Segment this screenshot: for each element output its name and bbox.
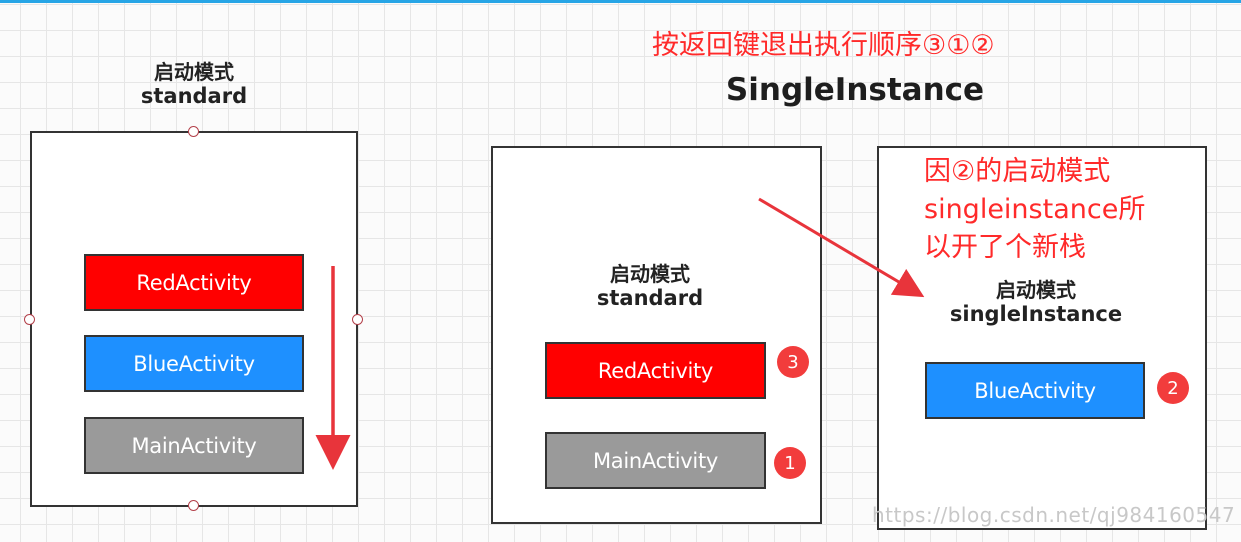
exit-order-badge-3: 3 [777,346,809,378]
note-line-1: 因②的启动模式 [924,156,1111,187]
left-mode-label: 启动模式 [154,60,234,84]
left-blue-activity: BlueActivity [84,335,304,392]
resize-handle-left[interactable] [24,314,35,325]
exit-order-badge-1: 1 [774,447,806,479]
middle-mode-value: standard [596,286,704,310]
left-main-activity: MainActivity [84,417,304,474]
left-mode-value: standard [140,84,248,108]
resize-handle-bottom[interactable] [188,500,199,511]
watermark: https://blog.csdn.net/qj984160547 [872,503,1236,527]
middle-mode-label: 启动模式 [610,262,690,286]
page-title: SingleInstance [725,72,985,108]
note-line-2: singleinstance所 [924,194,1146,225]
left-red-activity: RedActivity [84,254,304,311]
resize-handle-right[interactable] [352,314,363,325]
right-mode-value: singleInstance [949,302,1123,326]
right-task-stack [877,146,1207,530]
resize-handle-top[interactable] [188,126,199,137]
middle-red-activity: RedActivity [545,342,766,399]
right-mode-label: 启动模式 [996,278,1076,302]
top-border-line [0,0,1241,3]
middle-main-activity: MainActivity [545,432,766,489]
right-blue-activity: BlueActivity [925,362,1145,419]
note-line-3: 以开了个新栈 [924,232,1086,263]
exit-order-badge-2: 2 [1157,372,1189,404]
back-order-text: 按返回键退出执行顺序③①② [652,30,995,61]
